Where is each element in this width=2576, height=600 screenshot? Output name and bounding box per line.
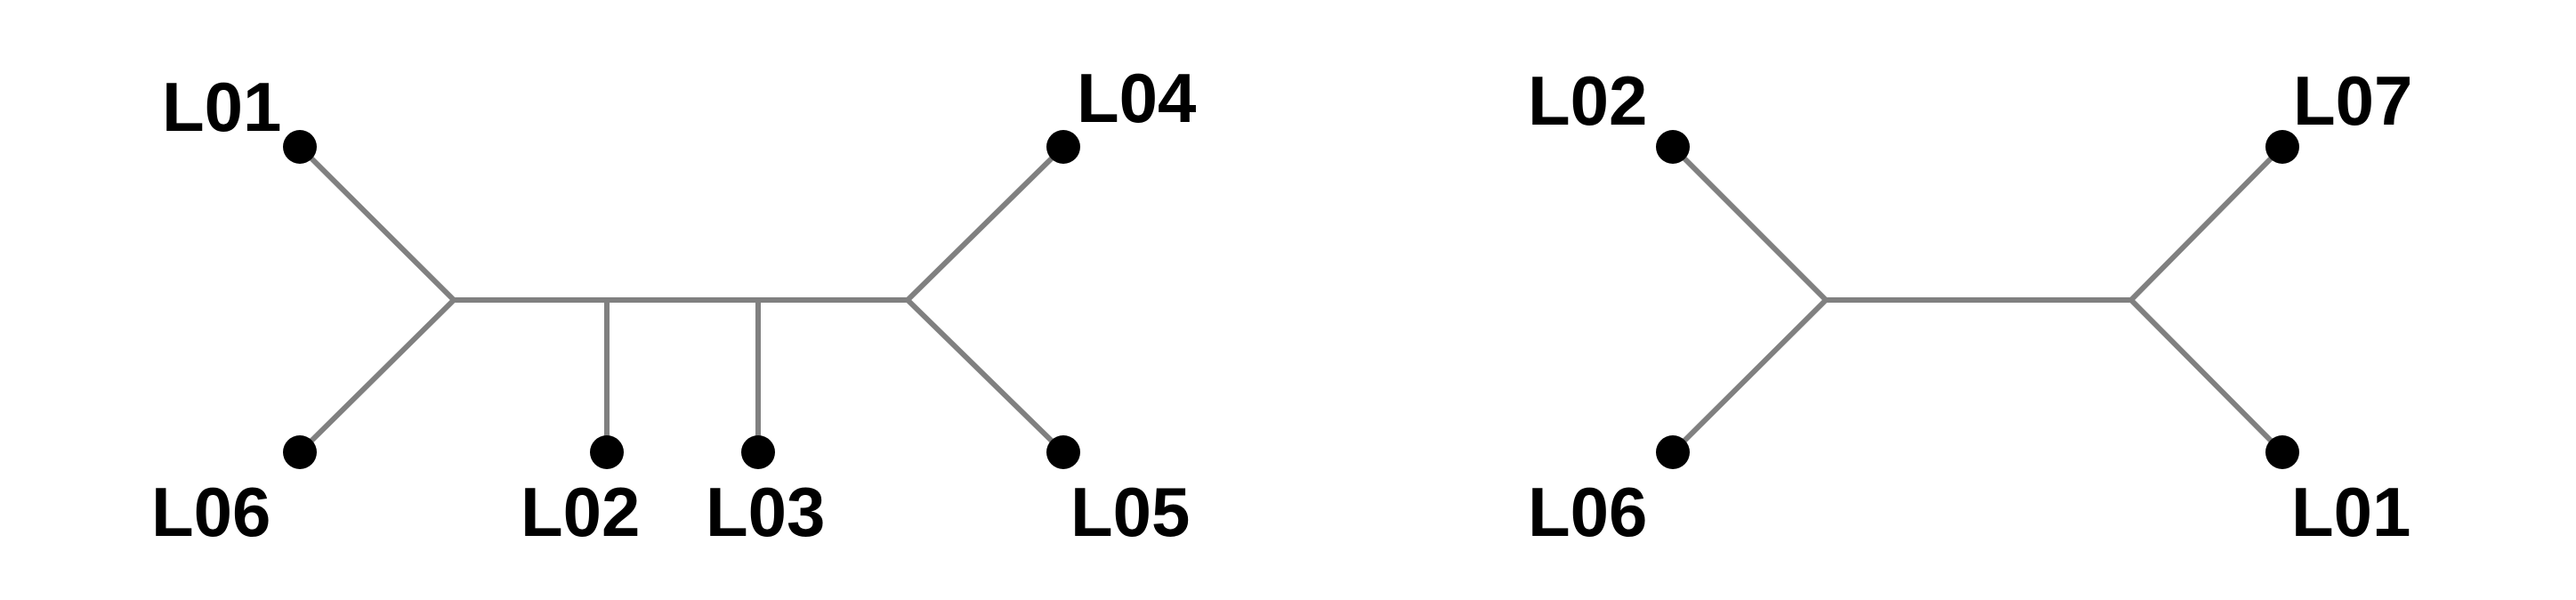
tree-1-leaf-label-l04: L04: [1077, 59, 1196, 137]
tree-2-edge-l07: [2128, 144, 2285, 303]
tree-1: L01 L06 L02 L03 L04 L05: [151, 59, 1196, 551]
tree-2-leaf-node-l02: [1656, 130, 1690, 164]
tree-2-leaf-label-l07: L07: [2293, 61, 2412, 140]
tree-1-edges: [297, 144, 1066, 455]
tree-1-leaf-node-l03: [741, 435, 775, 469]
tree-2-leaf-node-l07: [2265, 130, 2299, 164]
tree-1-leaf-label-l06: L06: [151, 473, 271, 551]
tree-1-leaf-node-l02: [590, 435, 624, 469]
tree-2-edge-l01: [2128, 297, 2285, 455]
tree-2-edge-l02: [1670, 144, 1829, 303]
tree-2-leaf-label-l01: L01: [2291, 473, 2410, 551]
tree-1-leaf-label-l03: L03: [706, 473, 825, 551]
tree-1-leaf-node-l05: [1046, 435, 1080, 469]
tree-1-leaf-label-l01: L01: [162, 68, 281, 146]
tree-1-leaf-label-l02: L02: [521, 473, 640, 551]
tree-1-leaf-label-l05: L05: [1070, 473, 1190, 551]
tree-2-leaf-node-l06: [1656, 435, 1690, 469]
tree-2-edge-l06: [1670, 297, 1829, 455]
tree-2: L02 L06 L07 L01: [1528, 61, 2412, 551]
tree-1-edge-l05: [905, 297, 1066, 455]
tree-1-leaf-node-l06: [283, 435, 317, 469]
tree-2-edges: [1670, 144, 2285, 455]
tree-1-edge-l01: [297, 144, 456, 303]
tree-1-edge-l04: [905, 144, 1066, 303]
tree-2-leaf-label-l02: L02: [1528, 61, 1647, 140]
tree-1-edge-l06: [297, 297, 456, 455]
tree-1-leaf-node-l01: [283, 130, 317, 164]
tree-2-leaf-label-l06: L06: [1528, 473, 1647, 551]
tree-1-leaf-node-l04: [1046, 130, 1080, 164]
tree-2-leaf-node-l01: [2265, 435, 2299, 469]
